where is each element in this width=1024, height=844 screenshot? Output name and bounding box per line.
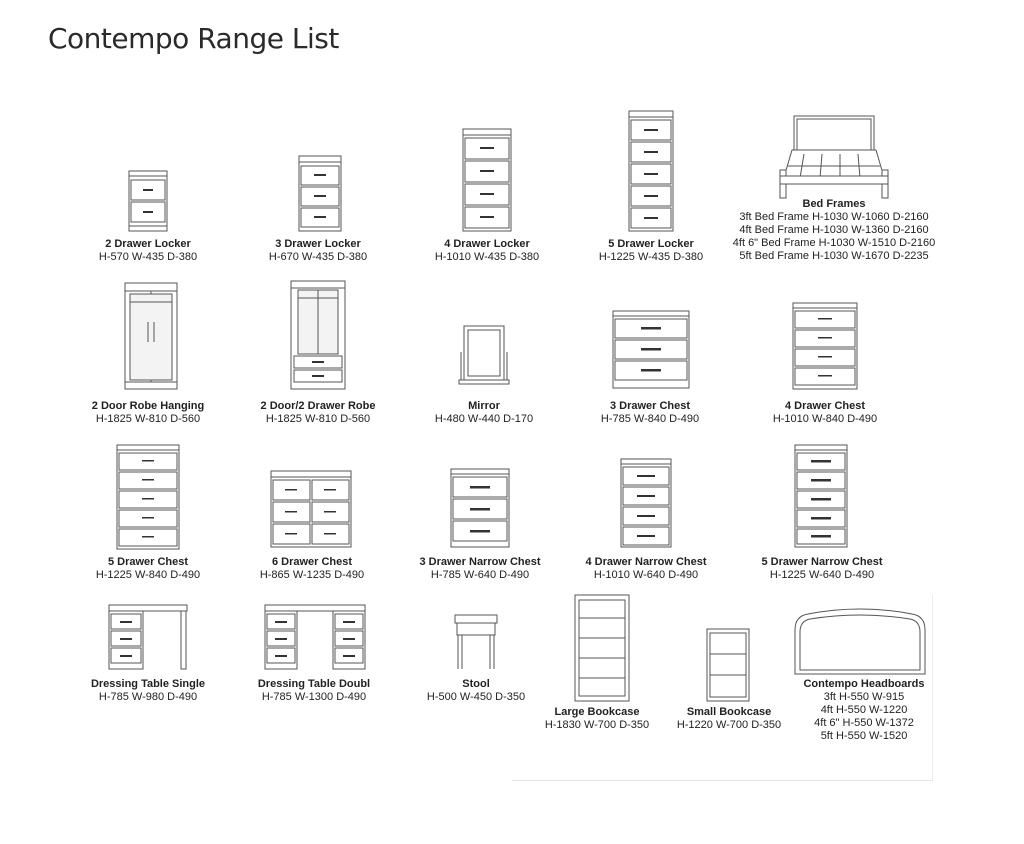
4-drawer-narrow-chest-drawing (620, 458, 672, 548)
item-dimensions: H-785 W-840 D-490 (600, 413, 700, 425)
scan-frame-edge (512, 595, 933, 781)
large-bookcase-drawing (574, 594, 630, 702)
mirror-drawing (458, 325, 510, 385)
small-bookcase-drawing (706, 628, 750, 702)
item-dimensions: 4ft 6" H-550 W-1372 (814, 717, 914, 729)
item-name: 5 Drawer Narrow Chest (761, 556, 883, 568)
item-bed-frames: Bed Frames 3ft Bed Frame H-1030 W-1060 D… (726, 198, 942, 263)
item-dimensions: H-1830 W-700 D-350 (544, 719, 650, 731)
item-dimensions: 4ft H-550 W-1220 (820, 704, 908, 716)
2-drawer-locker-drawing (128, 170, 168, 232)
5-drawer-chest-drawing (116, 444, 180, 550)
item-4-drawer-chest: 4 Drawer Chest H-1010 W-840 D-490 (754, 400, 896, 426)
item-6-drawer-chest: 6 Drawer Chest H-865 W-1235 D-490 (242, 556, 382, 582)
6-drawer-chest-drawing (270, 470, 352, 548)
item-dimensions: 3ft H-550 W-915 (823, 691, 905, 703)
stool-drawing (454, 614, 498, 669)
item-dressing-table-single: Dressing Table Single H-785 W-980 D-490 (78, 678, 218, 704)
item-dimensions: H-1010 W-840 D-490 (772, 413, 878, 425)
4-drawer-chest-drawing (792, 302, 858, 390)
item-dimensions: H-1010 W-640 D-490 (593, 569, 699, 581)
item-dimensions: 5ft Bed Frame H-1030 W-1670 D-2235 (739, 250, 929, 262)
contempo-headboards-drawing (794, 608, 926, 675)
3-drawer-locker-drawing (298, 155, 342, 232)
item-name: 6 Drawer Chest (271, 556, 353, 568)
item-name: 4 Drawer Narrow Chest (585, 556, 707, 568)
item-5-drawer-narrow-chest: 5 Drawer Narrow Chest H-1225 W-640 D-490 (744, 556, 900, 582)
item-dimensions: H-500 W-450 D-350 (426, 691, 526, 703)
item-dimensions: H-1225 W-840 D-490 (95, 569, 201, 581)
item-dimensions: H-570 W-435 D-380 (98, 251, 198, 263)
item-name: Contempo Headboards (803, 678, 925, 690)
item-dimensions: H-785 W-980 D-490 (98, 691, 198, 703)
item-4-drawer-locker: 4 Drawer Locker H-1010 W-435 D-380 (412, 238, 562, 264)
item-name: 2 Drawer Locker (105, 238, 191, 250)
dressing-table-double-drawing (264, 604, 366, 670)
dressing-table-single-drawing (108, 604, 188, 670)
item-dimensions: H-1225 W-435 D-380 (598, 251, 704, 263)
item-stool: Stool H-500 W-450 D-350 (406, 678, 546, 704)
item-name: Stool (462, 678, 490, 690)
3-drawer-narrow-chest-drawing (450, 468, 510, 548)
item-dimensions: H-1825 W-810 D-560 (95, 413, 201, 425)
3-drawer-chest-drawing (612, 310, 690, 389)
item-name: Dressing Table Single (90, 678, 206, 690)
item-name: Bed Frames (802, 198, 866, 210)
item-dressing-table-double: Dressing Table Doubl H-785 W-1300 D-490 (244, 678, 384, 704)
item-dimensions: H-785 W-640 D-490 (430, 569, 530, 581)
5-drawer-narrow-chest-drawing (794, 444, 848, 548)
item-name: 2 Door/2 Drawer Robe (260, 400, 376, 412)
item-small-bookcase: Small Bookcase H-1220 W-700 D-350 (664, 706, 794, 732)
item-dimensions: 3ft Bed Frame H-1030 W-1060 D-2160 (739, 211, 929, 223)
item-dimensions: 4ft Bed Frame H-1030 W-1360 D-2160 (739, 224, 929, 236)
item-name: 2 Door Robe Hanging (91, 400, 205, 412)
5-drawer-locker-drawing (628, 110, 674, 232)
item-name: 3 Drawer Locker (275, 238, 361, 250)
item-dimensions: H-670 W-435 D-380 (268, 251, 368, 263)
item-dimensions: 5ft H-550 W-1520 (820, 730, 908, 742)
item-5-drawer-chest: 5 Drawer Chest H-1225 W-840 D-490 (78, 556, 218, 582)
item-3-drawer-narrow-chest: 3 Drawer Narrow Chest H-785 W-640 D-490 (404, 556, 556, 582)
item-name: 3 Drawer Chest (609, 400, 691, 412)
item-name: 5 Drawer Locker (608, 238, 694, 250)
item-name: Mirror (468, 400, 500, 412)
item-2-door-robe-hanging: 2 Door Robe Hanging H-1825 W-810 D-560 (78, 400, 218, 426)
item-dimensions: H-1220 W-700 D-350 (676, 719, 782, 731)
item-dimensions: H-1225 W-640 D-490 (769, 569, 875, 581)
item-2-drawer-locker: 2 Drawer Locker H-570 W-435 D-380 (78, 238, 218, 264)
item-name: Large Bookcase (554, 706, 640, 718)
item-large-bookcase: Large Bookcase H-1830 W-700 D-350 (532, 706, 662, 732)
item-name: 5 Drawer Chest (107, 556, 189, 568)
item-name: 3 Drawer Narrow Chest (419, 556, 541, 568)
item-name: 4 Drawer Chest (784, 400, 866, 412)
item-3-drawer-locker: 3 Drawer Locker H-670 W-435 D-380 (248, 238, 388, 264)
4-drawer-locker-drawing (462, 128, 512, 232)
2-door-2-drawer-robe-drawing (290, 280, 346, 390)
item-name: Dressing Table Doubl (257, 678, 371, 690)
item-contempo-headboards: Contempo Headboards 3ft H-550 W-915 4ft … (788, 678, 940, 743)
item-name: 4 Drawer Locker (444, 238, 530, 250)
item-dimensions: H-785 W-1300 D-490 (261, 691, 367, 703)
item-name: Small Bookcase (686, 706, 772, 718)
page-title: Contempo Range List (48, 22, 339, 55)
item-dimensions: H-1010 W-435 D-380 (434, 251, 540, 263)
item-mirror: Mirror H-480 W-440 D-170 (414, 400, 554, 426)
item-dimensions: H-1825 W-810 D-560 (265, 413, 371, 425)
item-dimensions: 4ft 6" Bed Frame H-1030 W-1510 D-2160 (732, 237, 936, 249)
item-dimensions: H-480 W-440 D-170 (434, 413, 534, 425)
2-door-robe-hanging-drawing (124, 282, 178, 390)
item-3-drawer-chest: 3 Drawer Chest H-785 W-840 D-490 (580, 400, 720, 426)
item-2-door-2-drawer-robe: 2 Door/2 Drawer Robe H-1825 W-810 D-560 (246, 400, 390, 426)
item-4-drawer-narrow-chest: 4 Drawer Narrow Chest H-1010 W-640 D-490 (568, 556, 724, 582)
bed-frames-drawing (779, 115, 889, 199)
item-5-drawer-locker: 5 Drawer Locker H-1225 W-435 D-380 (576, 238, 726, 264)
item-dimensions: H-865 W-1235 D-490 (259, 569, 365, 581)
